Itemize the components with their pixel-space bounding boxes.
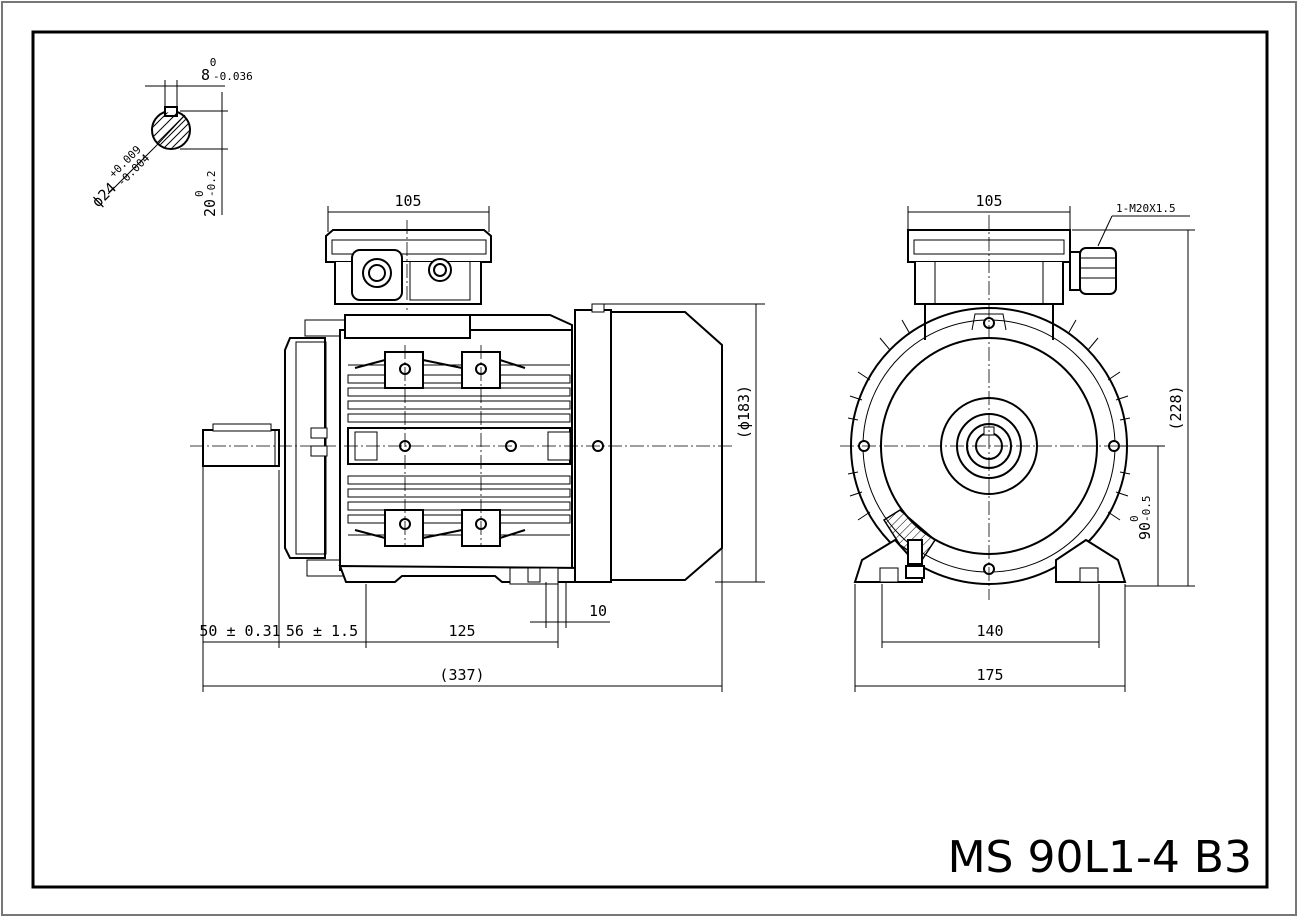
foot-hole-spacing-front: 140 — [976, 622, 1003, 640]
key-depth-tol-lower: -0.2 — [205, 171, 218, 198]
inner-frame — [31, 30, 1269, 889]
front-view-dimensions — [854, 206, 1195, 692]
shaft-height-tol-lower: -0.5 — [1140, 496, 1153, 523]
key-width-value: 8 — [201, 66, 210, 84]
foot-width: 175 — [976, 666, 1003, 684]
side-view-dimensions — [202, 206, 765, 692]
motor-front-view — [840, 215, 1140, 600]
shaft-diameter-value: ϕ24 — [88, 179, 120, 211]
shaft-height-value: 90 — [1136, 522, 1154, 540]
cable-gland-spec: 1-M20X1.5 — [1116, 202, 1176, 215]
foot-hole-spacing-side: 125 — [448, 622, 475, 640]
housing-diameter: (ϕ183) — [735, 385, 753, 439]
front-terminal-box-width: 105 — [975, 192, 1002, 210]
motor-side-view — [190, 220, 735, 585]
shaft-height-tol-upper: 0 — [1128, 515, 1141, 522]
shaft-section-detail — [107, 80, 228, 215]
key-depth-value: 20 — [201, 199, 219, 217]
shaft-to-foot: 56 ± 1.5 — [286, 622, 358, 640]
overall-height: (228) — [1167, 385, 1185, 430]
key-width-tol-lower: -0.036 — [213, 70, 253, 83]
key-width-tol-upper: 0 — [210, 56, 217, 69]
key-depth-tol-upper: 0 — [193, 190, 206, 197]
overall-length: (337) — [439, 666, 484, 684]
model-title: MS 90L1-4 B3 — [948, 832, 1252, 883]
foot-slot: 10 — [589, 602, 607, 620]
side-terminal-box-width: 105 — [394, 192, 421, 210]
shaft-length: 50 ± 0.31 — [199, 622, 280, 640]
